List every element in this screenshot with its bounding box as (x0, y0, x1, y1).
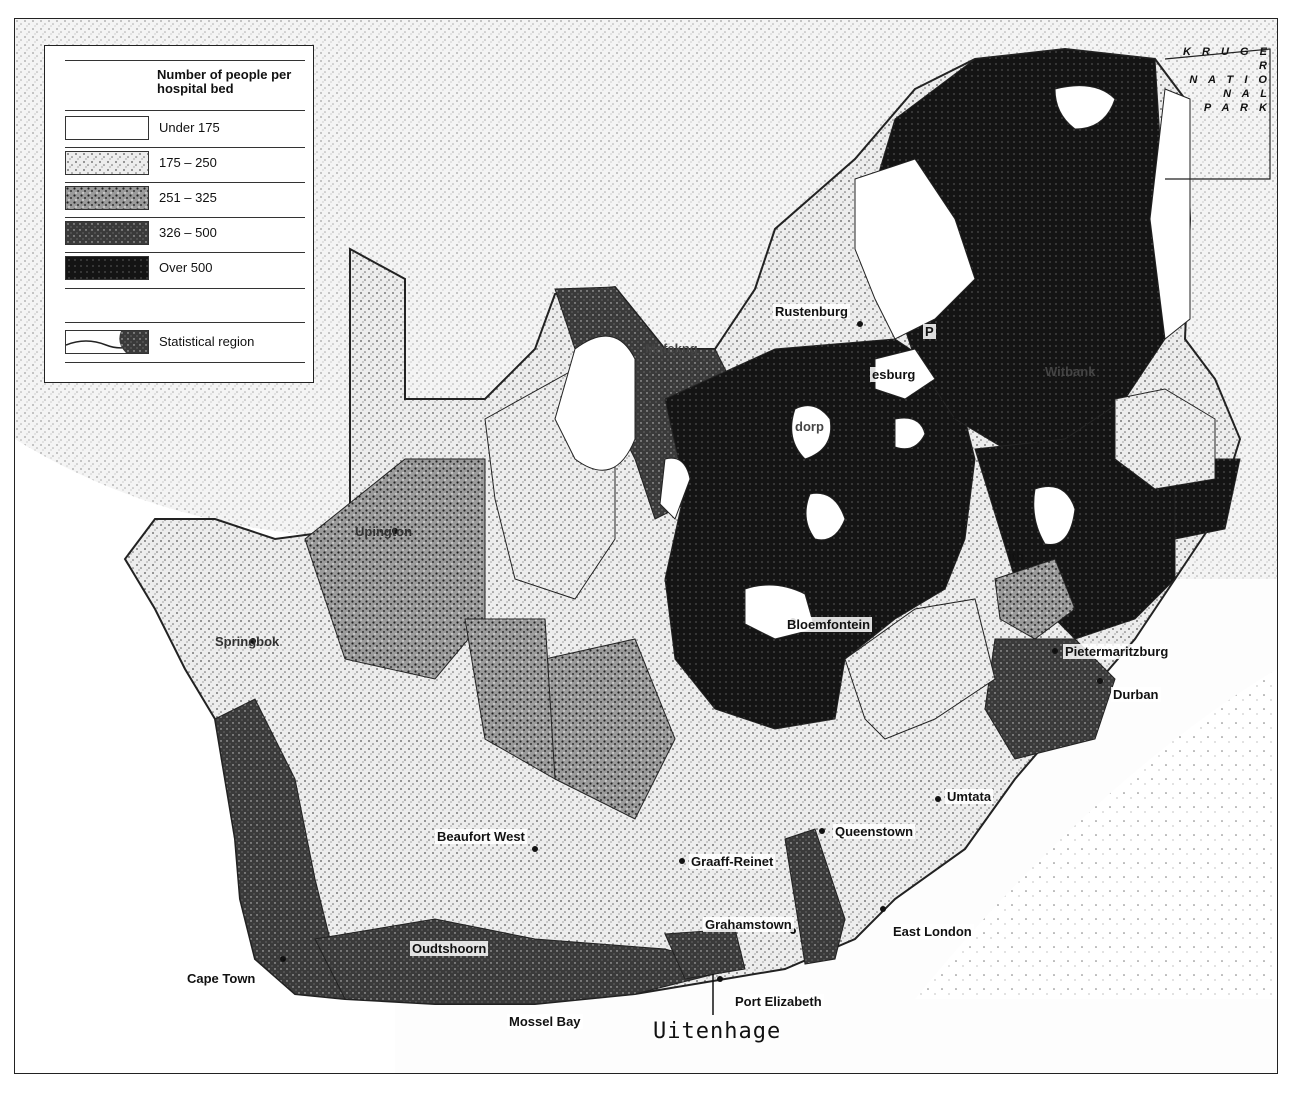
region-under175-natal (1033, 486, 1076, 546)
label-pretoria: P (923, 324, 936, 339)
label-beaufort-west: Beaufort West (435, 829, 527, 844)
legend-swatch-over-500 (65, 256, 149, 280)
label-upington: Upington (355, 524, 413, 539)
region-under175-blob4 (1054, 85, 1116, 130)
label-cape-town: Cape Town (185, 971, 258, 986)
label-queenstown: Queenstown (833, 824, 916, 839)
legend-swatch-251-325 (65, 186, 149, 210)
kruger-park-label: K R U G E R N A T I O N A L P A R K (1175, 45, 1271, 115)
label-graaff-reinet: Graaff-Reinet (689, 854, 776, 869)
region-under175-kruger-edge (1149, 88, 1191, 340)
city-dot-pietermaritzburg (1052, 648, 1058, 654)
annotation-uitenhage: Uitenhage (653, 1019, 782, 1044)
city-dot-queenstown (819, 828, 825, 834)
legend-rule-7 (65, 362, 305, 363)
region-lesotho (994, 558, 1076, 640)
city-dot-rustenburg (857, 321, 863, 327)
label-mafeking: Mafekng (645, 341, 698, 356)
city-dot-durban (1097, 678, 1103, 684)
label-vereeniging: dorp (795, 419, 824, 434)
region-under175-pretoria (854, 158, 976, 340)
kruger-boundary (1164, 48, 1271, 180)
region-under175-blob3 (894, 417, 926, 450)
region-under175-blob2 (805, 492, 846, 541)
legend-rule-5 (65, 288, 305, 289)
legend-label-251-325: 251 – 325 (159, 190, 217, 205)
label-oudtshoorn: Oudtshoorn (410, 941, 489, 956)
city-dot-graaff-reinet (679, 858, 685, 864)
city-dots (250, 321, 1103, 982)
legend-row-under-175: Under 175 (65, 110, 305, 142)
label-rustenburg: Rustenburg (773, 304, 850, 319)
region-eastern-cape-strip (784, 828, 846, 965)
legend-rule-4 (65, 252, 305, 253)
label-johannesburg: esburg (870, 367, 918, 382)
region-under175-blob1 (791, 405, 832, 460)
legend-row-over-500: Over 500 (65, 250, 305, 282)
legend-row-statistical-region: Statistical region (65, 324, 305, 356)
legend-label-under-175: Under 175 (159, 120, 220, 135)
label-grahamstown: Grahamstown (703, 917, 794, 932)
label-umtata: Umtata (945, 789, 994, 804)
region-eastern-free-state-light (844, 598, 996, 740)
legend: Number of people per hospital bed Under … (44, 45, 314, 383)
ocean-area-east (915, 669, 1277, 999)
legend-label-175-250: 175 – 250 (159, 155, 217, 170)
region-west-coast (214, 698, 346, 1000)
legend-swatch-statistical-region (65, 330, 149, 354)
city-dot-beaufort-west (532, 846, 538, 852)
city-dot-upington (392, 528, 398, 534)
label-mossel-bay: Mossel Bay (507, 1014, 583, 1029)
legend-row-326-500: 326 – 500 (65, 215, 305, 247)
label-port-elizabeth: Port Elizabeth (733, 994, 824, 1009)
region-natal-south (984, 638, 1116, 760)
city-dot-springbok (250, 638, 256, 644)
legend-label-over-500: Over 500 (159, 260, 213, 275)
city-dot-umtata (935, 796, 941, 802)
legend-row-175-250: 175 – 250 (65, 145, 305, 177)
label-pietermaritzburg: Pietermaritzburg (1063, 644, 1171, 659)
legend-top-rule (65, 60, 305, 61)
kruger-line3: P A R K (1203, 102, 1271, 114)
city-dot-east-london (880, 906, 886, 912)
legend-rule-3 (65, 217, 305, 218)
legend-rule-6 (65, 322, 305, 323)
region-under175-mafikeng (554, 335, 636, 471)
region-southern-coast (314, 918, 737, 1005)
label-springbok: Springbok (215, 634, 280, 649)
legend-label-326-500: 326 – 500 (159, 225, 217, 240)
legend-swatch-326-500 (65, 221, 149, 245)
legend-title-rule (65, 110, 305, 111)
legend-title: Number of people per hospital bed (157, 67, 292, 96)
region-transkei-light (1114, 388, 1216, 490)
label-durban: Durban (1111, 687, 1161, 702)
region-karoo-b (464, 618, 556, 780)
region-under175-blob5 (659, 457, 691, 520)
label-ladysmith: ith (1008, 549, 1024, 564)
legend-label-statistical-region: Statistical region (159, 334, 255, 349)
kruger-line2: N A T I O N A L (1189, 74, 1271, 100)
legend-rule-2 (65, 182, 305, 183)
legend-swatch-under-175 (65, 116, 149, 140)
legend-rule-1 (65, 147, 305, 148)
label-witbank: Witbank (1045, 364, 1096, 379)
label-east-london: East London (891, 924, 974, 939)
city-dot-cape-town (280, 956, 286, 962)
city-dot-port-elizabeth (717, 976, 723, 982)
kruger-line1: K R U G E R (1183, 46, 1271, 72)
legend-swatch-175-250 (65, 151, 149, 175)
label-bloemfontein: Bloemfontein (785, 617, 873, 632)
legend-row-251-325: 251 – 325 (65, 180, 305, 212)
